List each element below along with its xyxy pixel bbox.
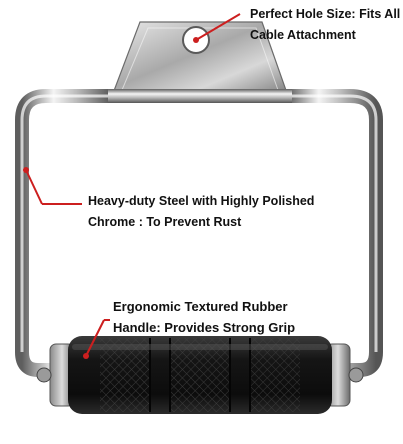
callout-rubber-line2: Handle: Provides Strong Grip	[113, 320, 296, 335]
callout-hole-line2: Cable Attachment	[250, 28, 356, 42]
rubber-pointer	[85, 319, 105, 357]
callout-hole-size: Perfect Hole Size: Fits All Cable Attach…	[250, 4, 400, 46]
rubber-handle	[36, 336, 364, 414]
hole-pointer	[195, 13, 241, 41]
callout-rubber-handle: Ergonomic Textured Rubber Handle: Provid…	[113, 296, 295, 338]
callout-hole-line1: Perfect Hole Size: Fits All	[250, 7, 401, 21]
chrome-frame	[15, 89, 383, 377]
callout-markers	[23, 13, 241, 359]
callout-steel-chrome: Heavy-duty Steel with Highly Polished Ch…	[88, 191, 314, 233]
steel-pointer	[25, 169, 43, 205]
callout-steel-line1: Heavy-duty Steel with Highly Polished	[88, 194, 315, 208]
callout-steel-line2: Chrome : To Prevent Rust	[88, 215, 242, 229]
callout-rubber-line1: Ergonomic Textured Rubber	[113, 299, 288, 314]
